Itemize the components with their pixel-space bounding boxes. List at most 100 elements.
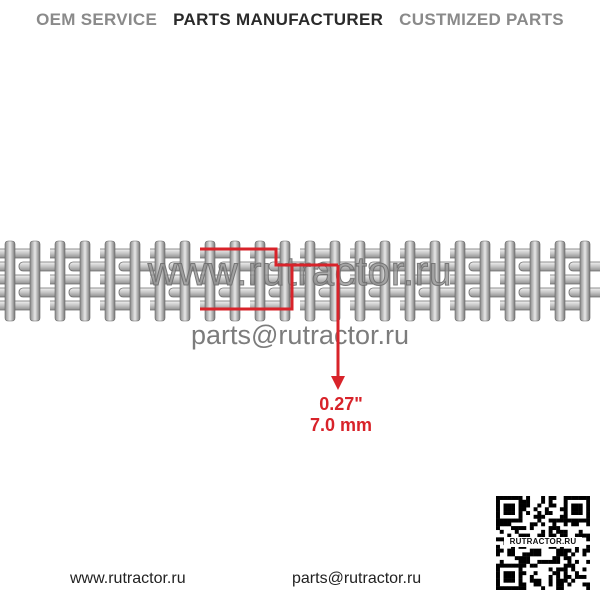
qr-module [571,496,576,500]
qr-module [582,552,587,557]
qr-module [503,507,508,512]
qr-module [507,578,512,583]
qr-module [559,578,564,583]
qr-module [518,514,523,519]
qr-module [586,499,590,504]
qr-module [563,522,568,527]
qr-module [529,548,534,553]
qr-module [563,578,568,583]
header-parts-manufacturer: PARTS MANUFACTURER [173,10,384,29]
qr-module [522,556,527,561]
qr-module [556,574,561,579]
qr-module [522,563,527,568]
qr-module [514,518,519,523]
qr-module [556,556,561,561]
qr-module [571,503,576,508]
qr-module [507,574,512,579]
qr-module [574,574,579,579]
qr-module [533,548,538,553]
qr-module [556,582,561,587]
qr-module [511,552,515,557]
qr-module [514,556,519,561]
qr-module [552,518,557,523]
qr-module [586,507,590,512]
qr-module [533,507,538,512]
qr-module [574,548,579,553]
qr-module [496,574,500,579]
qr-module [496,586,500,590]
qr-module [526,552,531,557]
qr-module [541,529,546,534]
qr-module [529,522,534,527]
qr-module [511,574,515,579]
qr-module [537,518,542,523]
qr-module [586,518,590,523]
qr-module [496,548,500,553]
qr-module [507,563,512,568]
qr-module [582,574,587,579]
qr-module [514,496,519,500]
qr-module [499,529,504,534]
qr-module [552,522,557,527]
qr-module [507,586,512,590]
qr-module [586,586,590,590]
qr-module [496,563,500,568]
qr-module [537,503,542,508]
dimension-arrow-head [331,376,345,390]
qr-module [559,586,564,590]
qr-module [499,518,504,523]
qr-module [518,507,523,512]
qr-module [522,526,527,531]
header-customized-parts: CUSTMIZED PARTS [399,10,564,29]
qr-module [522,499,527,504]
qr-module [496,571,500,576]
qr-module [574,559,579,564]
qr-module [582,533,587,538]
qr-module [526,503,531,508]
dimension-inches: 0.27" [319,394,363,414]
qr-module [567,518,572,523]
qr-module [574,511,579,515]
qr-module [548,533,553,538]
qr-module [559,567,564,572]
qr-module [559,518,564,523]
qr-module [559,507,564,512]
qr-module [541,499,546,504]
qr-module [556,548,561,553]
qr-module [511,578,515,583]
qr-module [578,574,583,579]
qr-module [574,518,579,523]
qr-module [563,574,568,579]
qr-module [563,563,568,568]
qr-module [499,559,504,564]
qr-module [548,567,553,572]
qr-module [548,496,553,500]
qr-module [537,559,542,564]
qr-module [507,548,512,553]
qr-module [507,511,512,515]
qr-module [507,571,512,576]
qr-module [567,582,572,587]
qr-module [578,507,583,512]
qr-module [503,563,508,568]
qr-module [574,533,579,538]
qr-module [511,518,515,523]
qr-module [518,518,523,523]
qr-module [533,578,538,583]
qr-module [537,582,542,587]
qr-module [556,571,561,576]
qr-module [571,552,576,557]
qr-module [567,559,572,564]
qr-module [574,503,579,508]
qr-module [548,582,553,587]
qr-module [518,571,523,576]
qr-module [496,544,500,549]
qr-module [556,559,561,564]
qr-module [507,518,512,523]
qr-module [499,537,504,542]
qr-module [586,522,590,527]
qr-module [541,522,546,527]
qr-module [571,578,576,583]
qr-module [496,499,500,504]
qr-module [537,511,542,515]
